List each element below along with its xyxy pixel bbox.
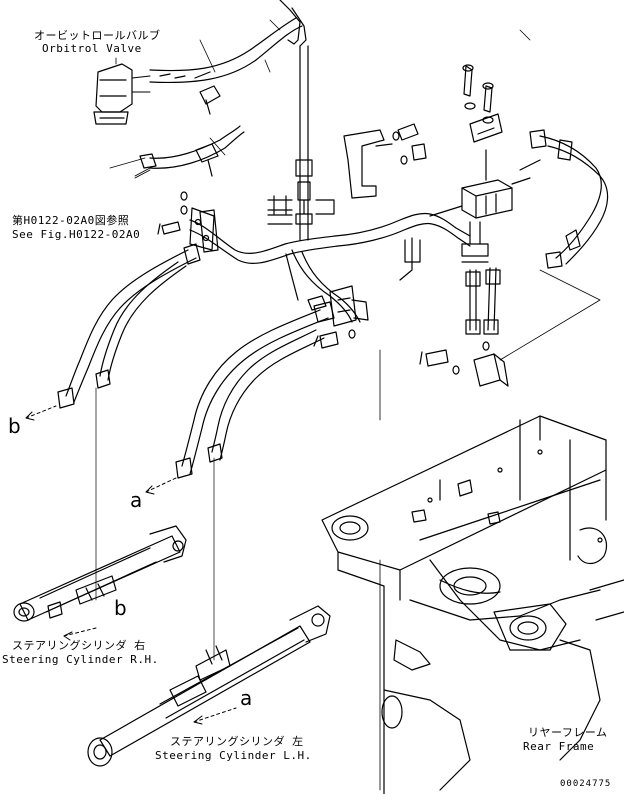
rear-frame-label-jp: リヤーフレーム: [528, 726, 608, 739]
strap-bracket: [343, 129, 393, 199]
bolts-left: [157, 191, 188, 235]
steering-cylinder-rh: [13, 525, 187, 622]
rear-frame-label-en: Rear Frame: [523, 740, 595, 753]
steering-cylinder-lh: [87, 605, 331, 767]
hose-to-rh-cylinder: [57, 243, 201, 409]
lower-right-bracket: [419, 341, 509, 387]
see-fig-label-jp: 第H0122-02A0図参照: [12, 214, 130, 227]
orbitrol-label-en: Orbitrol Valve: [42, 42, 142, 55]
orbitrol-hoses: [149, 0, 307, 115]
bolts-top-right: [392, 64, 503, 165]
steering-cylinder-lh-label-en: Steering Cylinder L.H.: [155, 749, 312, 762]
steering-cylinder-rh-label-jp: ステアリングシリンダ 右: [12, 639, 146, 652]
dashed-leaders: [379, 29, 601, 791]
manifold-block-right: [429, 149, 513, 263]
ref-a-lower: a: [240, 686, 253, 710]
ref-b-upper: b: [8, 414, 21, 438]
hose-to-lh-cylinder: [175, 301, 335, 479]
right-flex-hoses: [511, 129, 609, 269]
vertical-leaders: [95, 387, 215, 661]
orbitrol-valve: [93, 63, 151, 125]
rear-frame: [321, 415, 624, 794]
orbitrol-label-jp: オービットロールバルブ: [34, 29, 161, 42]
steering-cylinder-rh-label-en: Steering Cylinder R.H.: [2, 653, 159, 666]
ref-b-lower: b: [114, 596, 127, 620]
mounting-bracket-left: [189, 207, 215, 251]
ref-a-upper: a: [130, 488, 143, 512]
central-block: [267, 45, 335, 241]
vertical-hoses-right: [465, 267, 501, 335]
orbitrol-lower-hose: [139, 125, 245, 177]
steel-piping: [189, 209, 471, 323]
see-fig-label-en: See Fig.H0122-02A0: [12, 228, 141, 241]
steering-cylinder-lh-label-jp: ステアリングシリンダ 左: [170, 735, 304, 748]
reference-arrows: [25, 405, 237, 725]
part-number: 00024775: [560, 779, 612, 789]
leader-lines: [109, 19, 281, 179]
